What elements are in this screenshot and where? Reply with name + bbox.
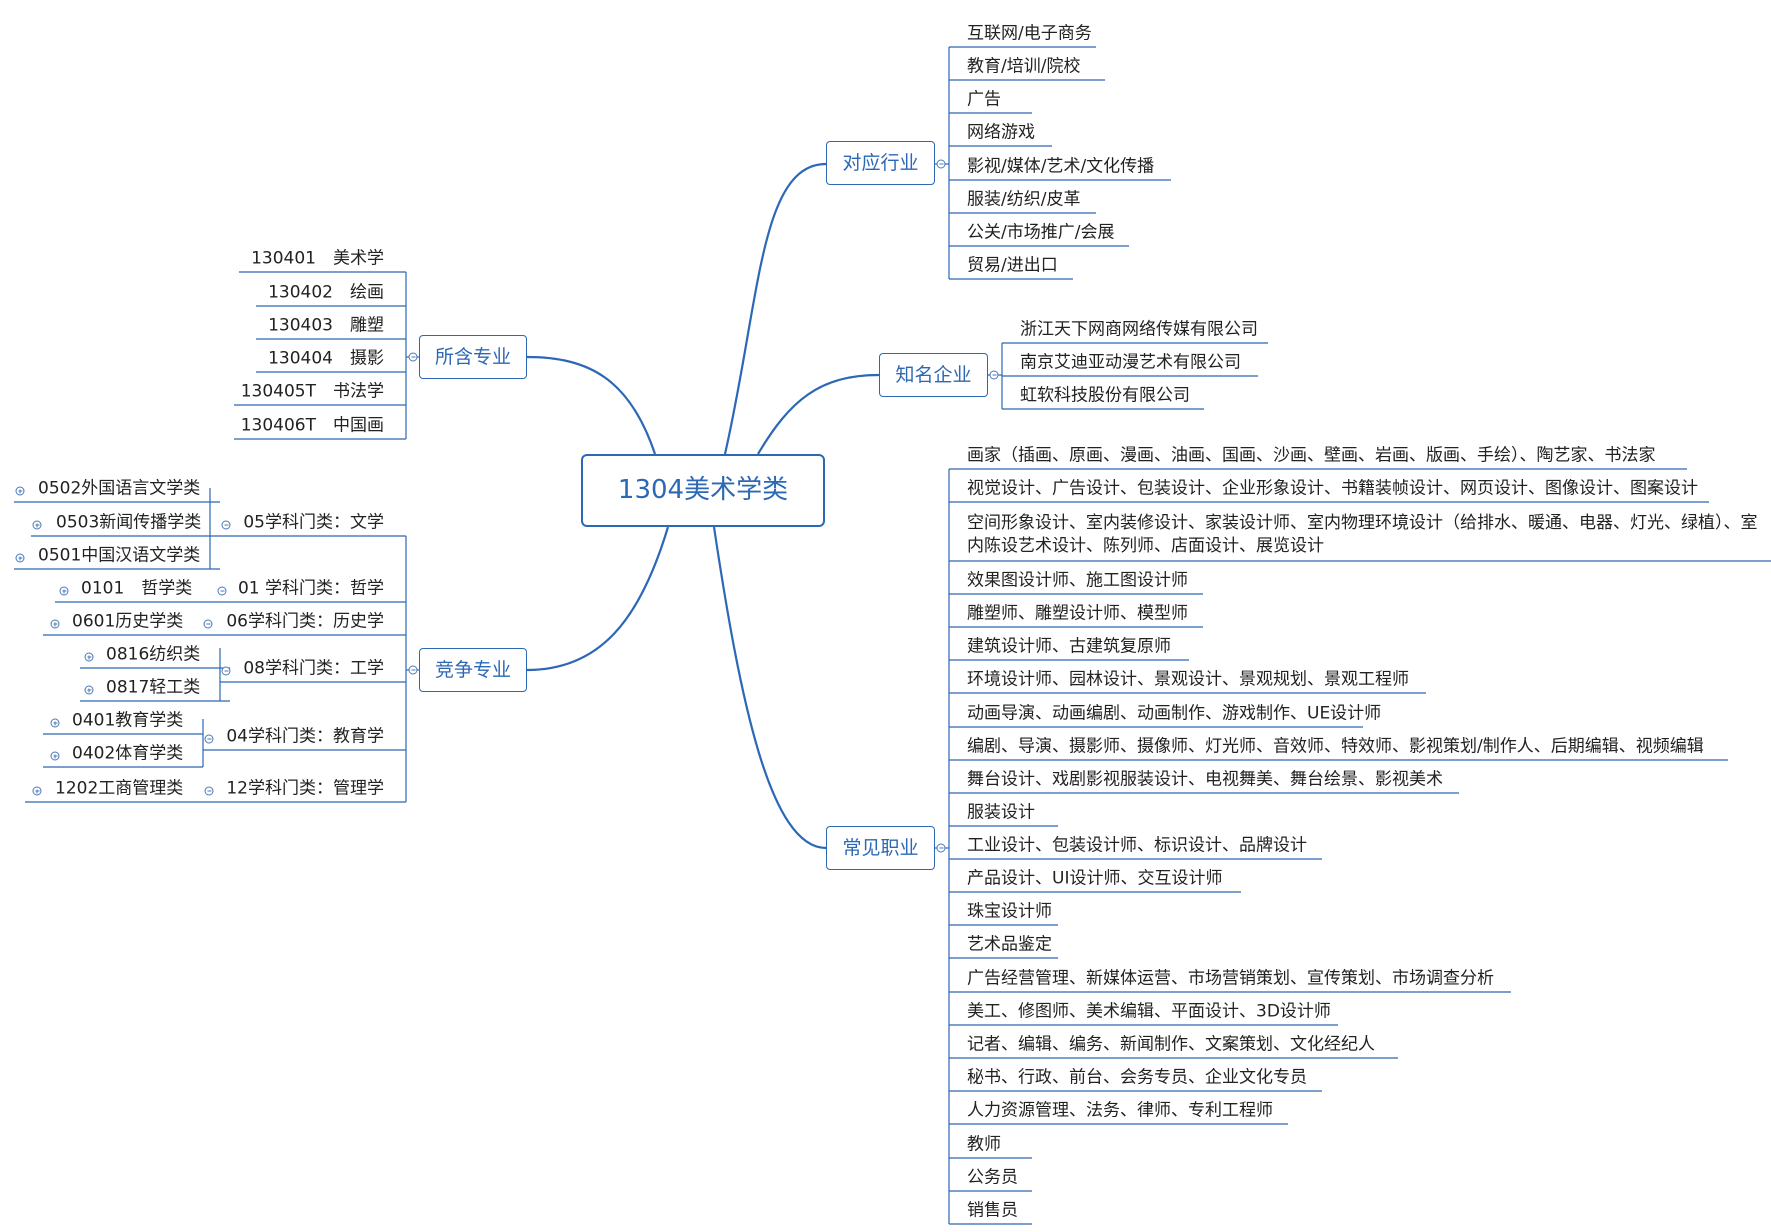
competitor-item[interactable]: 0101 哲学类 [81,578,193,599]
careers-item[interactable]: 销售员 [967,1200,1018,1221]
competitor-item[interactable]: 0402体育学类 [72,743,184,764]
link-root-industries [723,162,827,455]
careers-item[interactable]: 公务员 [967,1167,1018,1188]
careers-item[interactable]: 动画导演、动画编剧、动画制作、游戏制作、UE设计师 [967,703,1382,724]
competitor-group-toggle[interactable] [221,666,231,676]
industries-item[interactable]: 互联网/电子商务 [967,23,1092,44]
competitor-group[interactable]: 04学科门类：教育学 [226,726,384,747]
majors-item[interactable]: 130401 美术学 [251,248,384,269]
competitor-group-toggle[interactable] [217,586,227,596]
industries-item[interactable]: 公关/市场推广/会展 [967,222,1115,243]
competitor-group-toggle[interactable] [203,619,213,629]
careers-item[interactable]: 画家（插画、原画、漫画、油画、国画、沙画、壁画、岩画、版画、手绘）、陶艺家、书法… [967,445,1656,466]
careers-item[interactable]: 视觉设计、广告设计、包装设计、企业形象设计、书籍装帧设计、网页设计、图像设计、图… [967,478,1698,499]
majors-item[interactable]: 130404 摄影 [268,348,384,369]
branch-majors[interactable]: 所含专业 [419,335,527,379]
competitor-item-expand-toggle[interactable] [50,718,60,728]
industries-item[interactable]: 广告 [967,89,1001,110]
competitor-item[interactable]: 0503新闻传播学类 [56,512,202,533]
careers-item[interactable]: 建筑设计师、古建筑复原师 [967,636,1171,657]
link-root-majors [526,355,657,455]
careers-item[interactable]: 服装设计 [967,802,1035,823]
careers-item[interactable]: 记者、编辑、编务、新闻制作、文案策划、文化经纪人 [967,1034,1375,1055]
competitor-group-toggle[interactable] [204,734,214,744]
branch-careers[interactable]: 常见职业 [826,826,935,870]
competitor-item[interactable]: 0401教育学类 [72,710,184,731]
competitor-item[interactable]: 1202工商管理类 [55,778,184,799]
competitor-group[interactable]: 05学科门类：文学 [243,512,384,533]
industries-collapse-toggle[interactable] [936,159,946,169]
competitor-item-expand-toggle[interactable] [84,652,94,662]
competitors-collapse-toggle[interactable] [408,665,418,675]
careers-item[interactable]: 教师 [967,1134,1001,1155]
industries-item[interactable]: 教育/培训/院校 [967,56,1081,77]
competitor-group-toggle[interactable] [204,786,214,796]
competitor-item-expand-toggle[interactable] [15,486,25,496]
competitor-item-expand-toggle[interactable] [32,520,42,530]
companies-item[interactable]: 浙江天下网商网络传媒有限公司 [1020,319,1258,340]
competitor-item-expand-toggle[interactable] [59,586,69,596]
branch-industries[interactable]: 对应行业 [826,141,935,185]
industries-item[interactable]: 贸易/进出口 [967,255,1058,276]
companies-item[interactable]: 虹软科技股份有限公司 [1020,385,1190,406]
competitor-item-expand-toggle[interactable] [50,751,60,761]
majors-collapse-toggle[interactable] [408,352,418,362]
link-root-competitors [526,526,670,672]
competitor-group[interactable]: 06学科门类：历史学 [226,611,384,632]
majors-item[interactable]: 130403 雕塑 [268,315,384,336]
careers-item[interactable]: 编剧、导演、摄影师、摄像师、灯光师、音效师、特效师、影视策划/制作人、后期编辑、… [967,736,1704,757]
careers-collapse-toggle[interactable] [936,843,946,853]
companies-collapse-toggle[interactable] [989,370,999,380]
majors-item[interactable]: 130402 绘画 [268,282,384,303]
competitor-item-expand-toggle[interactable] [32,786,42,796]
industries-item[interactable]: 服装/纺织/皮革 [967,189,1081,210]
branch-companies[interactable]: 知名企业 [879,353,988,397]
competitor-group-toggle[interactable] [221,520,231,530]
competitor-item-expand-toggle[interactable] [50,619,60,629]
competitor-item-expand-toggle[interactable] [15,553,25,563]
careers-item[interactable]: 环境设计师、园林设计、景观设计、景观规划、景观工程师 [967,669,1409,690]
competitor-item-expand-toggle[interactable] [84,685,94,695]
competitor-group[interactable]: 08学科门类：工学 [243,658,384,679]
majors-item[interactable]: 130406T 中国画 [240,415,384,436]
majors-item[interactable]: 130405T 书法学 [240,381,384,402]
competitor-item[interactable]: 0502外国语言文学类 [38,478,201,499]
link-root-careers [712,526,827,850]
industries-item[interactable]: 网络游戏 [967,122,1035,143]
competitor-group[interactable]: 12学科门类：管理学 [226,778,384,799]
careers-item[interactable]: 人力资源管理、法务、律师、专利工程师 [967,1100,1273,1121]
branch-competitors[interactable]: 竞争专业 [419,648,527,692]
careers-item[interactable]: 广告经营管理、新媒体运营、市场营销策划、宣传策划、市场调查分析 [967,968,1494,989]
competitor-group[interactable]: 01 学科门类：哲学 [237,578,384,599]
careers-item[interactable]: 效果图设计师、施工图设计师 [967,570,1188,591]
competitor-item[interactable]: 0601历史学类 [72,611,184,632]
companies-item[interactable]: 南京艾迪亚动漫艺术有限公司 [1020,352,1241,373]
link-root-companies [757,373,880,455]
careers-item[interactable]: 产品设计、UI设计师、交互设计师 [967,868,1223,889]
competitor-item[interactable]: 0501中国汉语文学类 [38,545,201,566]
industries-item[interactable]: 影视/媒体/艺术/文化传播 [967,156,1155,177]
careers-item[interactable]: 舞台设计、戏剧影视服装设计、电视舞美、舞台绘景、影视美术 [967,769,1443,790]
careers-item[interactable]: 艺术品鉴定 [967,934,1052,955]
competitor-item[interactable]: 0817轻工类 [106,677,201,698]
careers-item[interactable]: 秘书、行政、前台、会务专员、企业文化专员 [967,1067,1307,1088]
careers-item[interactable]: 空间形象设计、室内装修设计、家装设计师、室内物理环境设计（给排水、暖通、电器、灯… [967,513,1758,557]
competitor-item[interactable]: 0816纺织类 [106,644,201,665]
careers-item[interactable]: 珠宝设计师 [967,901,1052,922]
careers-item[interactable]: 美工、修图师、美术编辑、平面设计、3D设计师 [967,1001,1331,1022]
careers-item[interactable]: 工业设计、包装设计师、标识设计、品牌设计 [967,835,1307,856]
careers-item[interactable]: 雕塑师、雕塑设计师、模型师 [967,603,1188,624]
root-topic[interactable]: 1304美术学类 [581,454,825,527]
